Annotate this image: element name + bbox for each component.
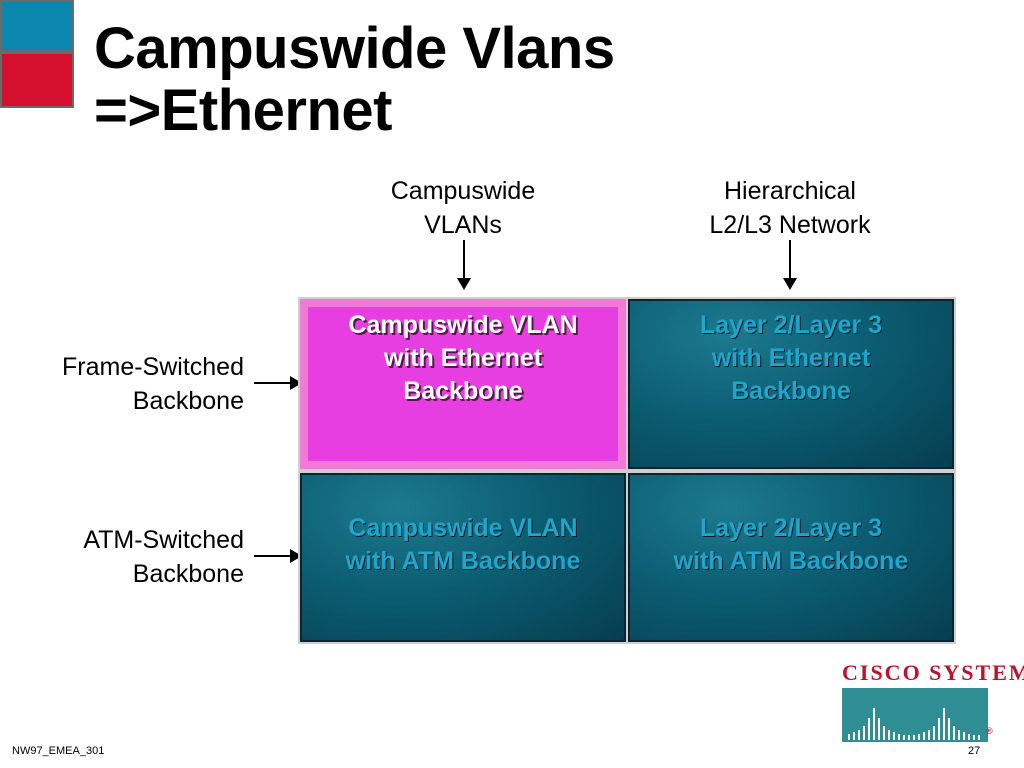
corner-red-block [0,52,74,108]
cell-label: Layer 2/Layer 3 with Ethernet Backbone [699,310,883,405]
title-line-1: Campuswide Vlans [94,16,615,81]
cell-l2l3-ethernet: Layer 2/Layer 3 with Ethernet Backbone [628,299,954,469]
column-header-campuswide: Campuswide VLANs [390,177,536,239]
cell-campuswide-atm: Campuswide VLAN with ATM Backbone [300,473,626,642]
right-arrow-icon [254,376,302,390]
comparison-matrix: Campuswide VLAN with Ethernet Backbone L… [298,297,956,644]
cell-l2l3-atm: Layer 2/Layer 3 with ATM Backbone [628,473,954,642]
logo-bridge-graphic [842,688,988,742]
bridge-icon [848,708,980,740]
corner-blue-block [0,0,74,52]
row-header-frame-switched: Frame-Switched Backbone [62,353,244,415]
title-line-2: =>Ethernet [94,78,392,143]
footer-code: NW97_EMEA_301 [12,745,105,757]
cell-label: Campuswide VLAN with Ethernet Backbone [348,310,578,405]
cell-campuswide-ethernet: Campuswide VLAN with Ethernet Backbone [300,299,626,469]
row-header-atm-switched: ATM-Switched Backbone [83,526,244,588]
down-arrow-icon [783,240,797,290]
cell-label: Campuswide VLAN with ATM Backbone [345,513,581,575]
column-header-hierarchical: Hierarchical L2/L3 Network [709,177,871,239]
logo-wordmark: CISCO SYSTEMS [842,660,1024,685]
page-number: 27 [968,745,981,757]
highlight-fill [308,307,618,461]
registered-mark: ® [986,726,993,736]
slide-title: Campuswide Vlans =>Ethernet [94,18,615,142]
down-arrow-icon [457,240,471,290]
cell-label: Layer 2/Layer 3 with ATM Backbone [673,513,909,575]
right-arrow-icon [254,549,302,563]
cisco-logo: CISCO SYSTEMS [842,660,1024,742]
